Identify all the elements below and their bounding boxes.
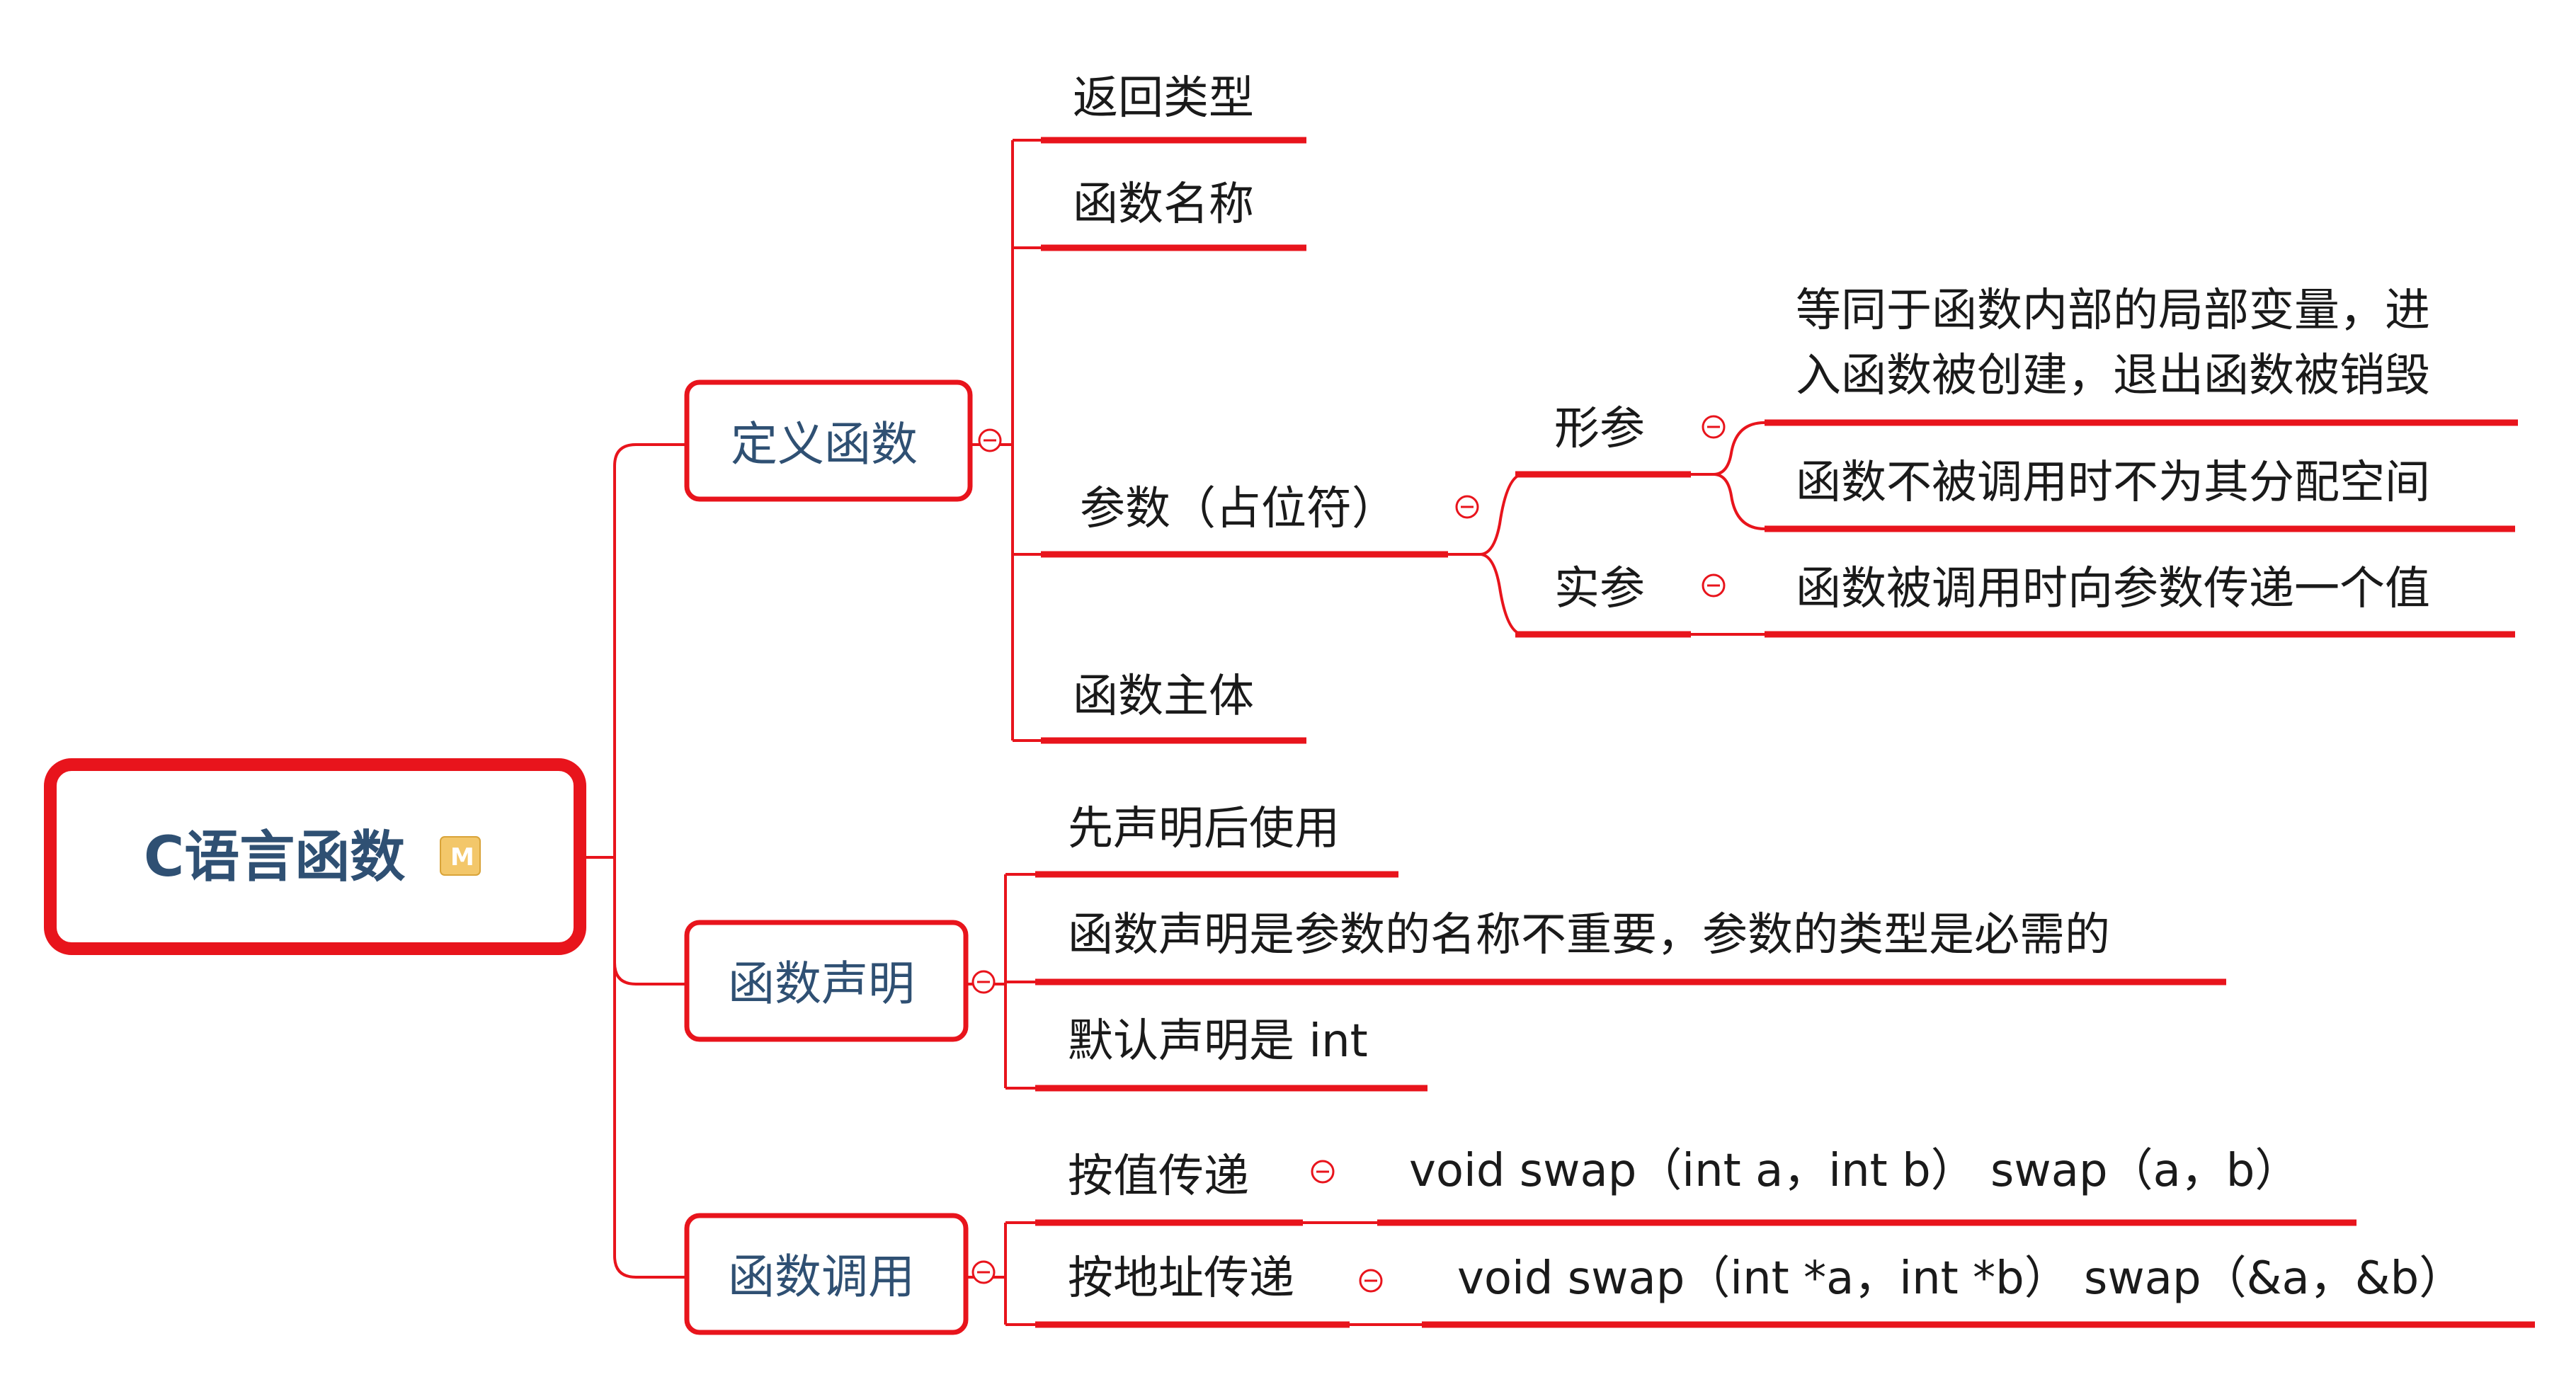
milestone-icon: M [440, 836, 481, 876]
svg-text:M: M [450, 843, 474, 872]
leaf-pass-by-value-label: 按值传递 [1068, 1150, 1249, 1203]
leaf-return-type[interactable]: 返回类型 [1041, 72, 1306, 144]
leaf-formal-param[interactable]: 形参 [1515, 403, 1691, 478]
root-title: C语言函数 [144, 825, 405, 889]
leaf-body[interactable]: 函数主体 [1041, 670, 1306, 744]
leaf-declare-param-type-label: 函数声明是参数的名称不重要，参数的类型是必需的 [1068, 909, 2110, 961]
collapse-by-value-button[interactable] [1311, 1160, 1335, 1184]
leaf-formal-param-label: 形参 [1554, 403, 1645, 455]
leaf-func-name-label: 函数名称 [1073, 178, 1254, 231]
leaf-pass-by-value[interactable]: 按值传递 [1035, 1150, 1303, 1226]
branch-call-label: 函数调用 [728, 1250, 915, 1304]
branch-define-box [684, 379, 973, 502]
leaf-declare-before-use[interactable]: 先声明后使用 [1035, 803, 1398, 878]
branch-declare-label: 函数声明 [728, 956, 915, 1011]
leaf-declare-default-int[interactable]: 默认声明是 int [1035, 1015, 1427, 1092]
leaf-params-label: 参数（占位符） [1080, 483, 1397, 535]
leaf-actual-param-label: 实参 [1554, 563, 1645, 615]
collapse-call-button[interactable] [971, 1260, 996, 1284]
define-connectors [970, 139, 1765, 742]
leaf-pass-by-address-label: 按地址传递 [1068, 1252, 1294, 1305]
note-actual: 函数被调用时向参数传递一个值 [1765, 563, 2515, 638]
branch-define-label: 定义函数 [731, 417, 918, 472]
note-formal-local: 等同于函数内部的局部变量，进 入函数被创建，退出函数被销毁 [1765, 285, 2518, 426]
root-node[interactable]: C语言函数 M [44, 758, 586, 955]
leaf-params[interactable]: 参数（占位符） [1041, 483, 1448, 558]
note-actual-label: 函数被调用时向参数传递一个值 [1796, 563, 2430, 615]
note-formal-alloc-label: 函数不被调用时不为其分配空间 [1796, 457, 2430, 509]
leaf-declare-default-int-label: 默认声明是 int [1068, 1015, 1368, 1068]
branch-call[interactable]: 函数调用 [684, 1213, 969, 1335]
code-by-address-label: void swap（int *a，int *b） swap（&a，&b） [1457, 1252, 2464, 1305]
leaf-return-type-label: 返回类型 [1073, 72, 1254, 125]
collapse-actual-button[interactable] [1702, 573, 1726, 598]
leaf-actual-param[interactable]: 实参 [1515, 563, 1691, 638]
code-by-address: void swap（int *a，int *b） swap（&a，&b） [1422, 1252, 2535, 1328]
code-by-value-label: void swap（int a，int b） swap（a，b） [1409, 1145, 2300, 1197]
code-by-value: void swap（int a，int b） swap（a，b） [1377, 1145, 2356, 1226]
note-formal-local-line1: 等同于函数内部的局部变量，进 [1796, 285, 2430, 337]
note-formal-local-line2: 入函数被创建，退出函数被销毁 [1796, 350, 2430, 402]
branch-declare[interactable]: 函数声明 [684, 920, 969, 1042]
leaf-func-name[interactable]: 函数名称 [1041, 178, 1306, 251]
leaf-body-label: 函数主体 [1073, 670, 1254, 723]
root-node-box [44, 758, 586, 955]
leaf-declare-param-type[interactable]: 函数声明是参数的名称不重要，参数的类型是必需的 [1035, 909, 2226, 985]
branch-call-box [684, 1213, 969, 1335]
collapse-by-address-button[interactable] [1359, 1269, 1383, 1293]
note-formal-alloc: 函数不被调用时不为其分配空间 [1765, 457, 2515, 532]
leaf-declare-before-use-label: 先声明后使用 [1068, 803, 1340, 855]
root-connectors [586, 443, 687, 1279]
branch-define[interactable]: 定义函数 [684, 379, 973, 502]
collapse-formal-button[interactable] [1702, 415, 1726, 439]
branch-declare-box [684, 920, 969, 1042]
collapse-params-button[interactable] [1455, 495, 1479, 519]
collapse-define-button[interactable] [978, 428, 1002, 452]
collapse-declare-button[interactable] [971, 970, 996, 994]
leaf-pass-by-address[interactable]: 按地址传递 [1035, 1252, 1350, 1328]
